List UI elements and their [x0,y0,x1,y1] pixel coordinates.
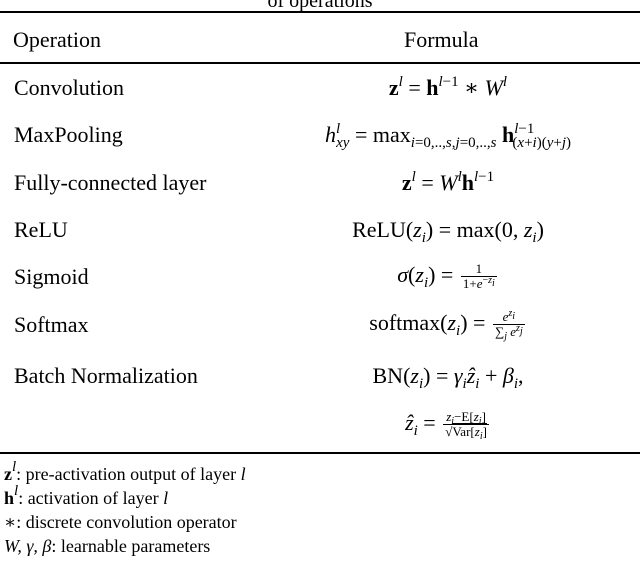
note-line: ∗: discrete convolution operator [4,512,237,532]
row-operation-softmax: Softmax [14,312,89,337]
formula-softmax: softmax(zi) = ezi∑j ezj [369,308,525,343]
formula-maxpooling: hlxy = maxi=0,..,s,j=0,..,s hl−1(x+i)(y+… [324,121,572,151]
formula-batch-norm-line1: BN(zi) = γiẑi + βi, [372,363,524,392]
header-operation: Operation [13,27,101,52]
table-header-rule [0,62,640,64]
row-operation-fully-connected: Fully-connected layer [14,170,207,195]
note-line: W, γ, β: learnable parameters [4,536,211,556]
row-operation-relu: ReLU [14,217,68,242]
row-operation-convolution: Convolution [14,75,125,100]
formula-fully-connected: zl = Wlhl−1 [401,169,495,196]
table-notes: zl: pre-activation output of layer l hl:… [4,459,246,558]
row-operation-batch-normalization: Batch Normalization [14,363,198,388]
row-operation-sigmoid: Sigmoid [14,264,89,289]
note-line: hl: activation of layer l [4,483,169,509]
formula-convolution: zl = hl−1 ∗ Wl [388,74,508,101]
header-formula: Formula [404,27,479,52]
table-top-rule [0,11,640,13]
note-line: zl: pre-activation output of layer l [4,459,246,485]
table-bottom-rule [0,452,640,454]
row-operation-maxpooling: MaxPooling [14,122,123,147]
formula-relu: ReLU(zi) = max(0, zi) [352,217,544,246]
table-caption-fragment: of operations [267,0,373,12]
formula-batch-norm-line2: ẑi = zi−E[zi]√Var[zi] [405,409,489,443]
